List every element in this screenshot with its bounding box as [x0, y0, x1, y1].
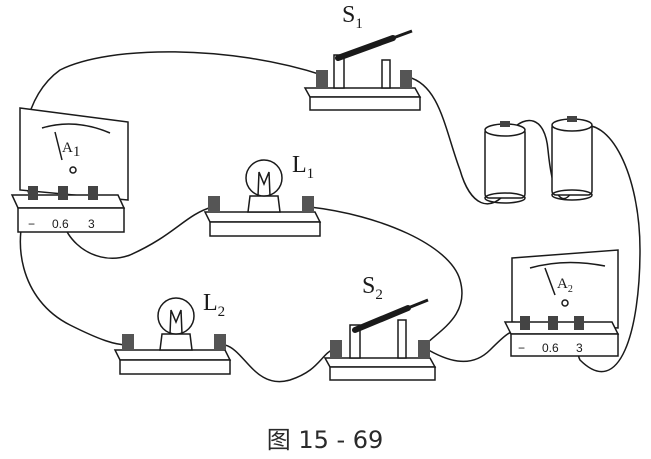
label-s1: S1	[342, 2, 363, 32]
switch-s2-base-front	[329, 366, 436, 381]
lamp-l2-bulb	[157, 297, 195, 335]
wire-l1-to-s2	[309, 206, 463, 346]
switch-s1	[303, 29, 422, 111]
lamp-l1	[203, 159, 322, 237]
switch-s2-base-top	[323, 357, 437, 368]
ammeter-a2-term-low-label: 0.6	[542, 341, 559, 355]
lamp-l1-filament	[257, 171, 271, 197]
lamp-l1-terminal-right	[302, 196, 314, 212]
switch-s2-clip	[397, 319, 407, 359]
switch-s1-clip	[381, 59, 391, 89]
battery-2-cap	[567, 116, 577, 122]
ammeter-a2: A2 − 0.6 3	[503, 249, 620, 357]
battery-2-bottom	[551, 189, 593, 201]
lamp-l1-terminal-left	[208, 196, 220, 212]
switch-s2-terminal-right	[418, 340, 430, 358]
ammeter-a1: A1 − 0.6 3	[10, 107, 129, 233]
ammeter-a1-terminal-low	[58, 186, 68, 200]
ammeter-a2-term-high-label: 3	[576, 341, 583, 355]
battery-2	[551, 116, 593, 201]
ammeter-a2-pivot	[561, 299, 569, 307]
ammeter-a1-term-high-label: 3	[88, 217, 95, 231]
switch-s2-hinge	[349, 324, 361, 359]
ammeter-a1-terminal-minus	[28, 186, 38, 200]
battery-1	[484, 121, 526, 204]
label-l2: L2	[203, 290, 225, 320]
switch-s1-base-front	[309, 96, 421, 111]
ammeter-a1-base-front	[17, 207, 125, 233]
ammeter-a1-case	[19, 107, 129, 201]
ammeter-a2-terminal-high	[574, 316, 584, 330]
wire-l2-to-s2	[224, 344, 336, 383]
lamp-l2-base-front	[119, 359, 231, 375]
ammeter-a2-terminal-low	[548, 316, 558, 330]
ammeter-a2-case	[511, 249, 619, 329]
ammeter-a2-label: A2	[557, 276, 573, 295]
lamp-l1-socket	[247, 195, 281, 213]
ammeter-a1-needle	[54, 131, 63, 161]
battery-2-body	[551, 122, 593, 196]
lamp-l2-terminal-left	[122, 334, 134, 350]
battery-1-body	[484, 127, 526, 199]
ammeter-a1-pivot	[69, 166, 77, 174]
ammeter-a2-term-minus-label: −	[518, 341, 525, 355]
lamp-l2-base-top	[113, 349, 232, 361]
label-l1: L1	[292, 152, 314, 182]
switch-s2	[323, 298, 437, 381]
ammeter-a1-label: A1	[62, 140, 80, 160]
lamp-l2-socket	[159, 333, 193, 351]
figure-caption: 图 15 - 69	[267, 426, 384, 454]
lamp-l2-filament	[169, 309, 183, 335]
wire-battery1-to-battery2	[511, 119, 573, 200]
switch-s1-terminal-left	[316, 70, 328, 88]
switch-s2-blade	[352, 305, 411, 333]
ammeter-a1-term-low-label: 0.6	[52, 217, 69, 231]
wire-s1-to-battery1	[407, 76, 509, 205]
lamp-l1-bulb	[245, 159, 283, 197]
label-s2: S2	[362, 273, 383, 303]
switch-s2-handle	[407, 298, 429, 310]
switch-s1-terminal-right	[400, 70, 412, 88]
switch-s2-terminal-left	[330, 340, 342, 358]
switch-s1-blade	[335, 35, 396, 61]
switch-s1-handle	[392, 29, 413, 40]
battery-1-bottom	[484, 192, 526, 204]
switch-s1-base-top	[303, 87, 422, 98]
ammeter-a1-term-minus-label: −	[28, 217, 35, 231]
battery-1-cap	[500, 121, 510, 127]
ammeter-a2-needle	[544, 267, 556, 296]
ammeter-a1-terminal-high	[88, 186, 98, 200]
ammeter-a2-base-front	[510, 333, 619, 357]
lamp-l2-terminal-right	[214, 334, 226, 350]
ammeter-a1-scale	[41, 123, 111, 134]
lamp-l1-base-top	[203, 211, 322, 223]
lamp-l2	[113, 297, 232, 375]
lamp-l1-base-front	[209, 221, 321, 237]
ammeter-a2-scale	[529, 261, 606, 269]
ammeter-a2-terminal-minus	[520, 316, 530, 330]
